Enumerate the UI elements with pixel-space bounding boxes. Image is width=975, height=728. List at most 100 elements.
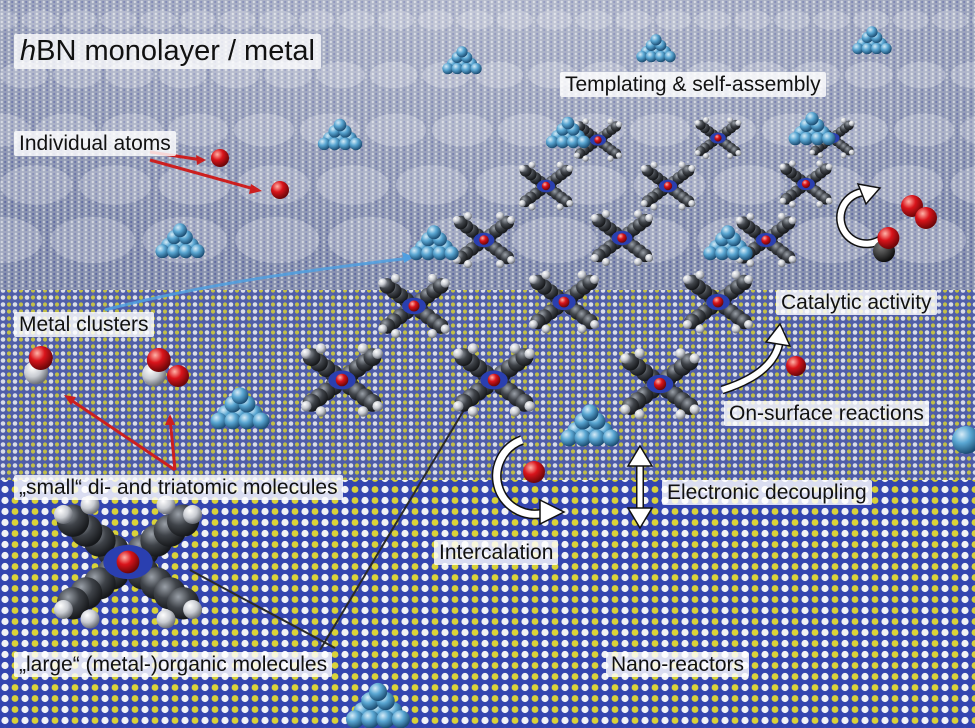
moire-pore [378, 10, 414, 30]
moire-pore [457, 10, 494, 30]
cluster-atom [738, 246, 753, 261]
porphyrin-hydrogen [496, 212, 504, 220]
porphyrin-metal-center [116, 550, 140, 574]
moire-pore [316, 165, 389, 205]
porphyrin-hydrogen [590, 254, 599, 262]
porphyrin-hydrogen [301, 348, 312, 359]
moire-pore [496, 10, 533, 30]
porphyrin-hydrogen [634, 348, 645, 359]
moire-pore [417, 10, 454, 30]
cluster-atom [866, 26, 878, 38]
oxygen-atom [211, 149, 229, 167]
cluster-atom [451, 63, 463, 75]
porphyrin-hydrogen [391, 329, 401, 339]
molecule-arrow-2 [168, 417, 177, 471]
porphyrin-hydrogen [518, 165, 526, 172]
porphyrin-hydrogen [183, 600, 203, 619]
porphyrin-metal-center [558, 296, 570, 308]
cluster-atom [470, 63, 482, 75]
porphyrin-hydrogen [645, 214, 654, 222]
porphyrin-hydrogen [688, 200, 696, 207]
porphyrin-hydrogen [640, 165, 648, 172]
porphyrin-hydrogen [694, 150, 701, 156]
label-on-surface-reactions: On-surface reactions [724, 401, 929, 426]
metal-cluster [442, 46, 482, 75]
porphyrin-metal-center [801, 179, 811, 189]
porphyrin-hydrogen [634, 409, 645, 420]
porphyrin-hydrogen [840, 117, 847, 124]
metal-cluster [317, 118, 363, 151]
porphyrin-hydrogen [528, 203, 536, 211]
porphyrin-hydrogen [809, 149, 816, 156]
porphyrin-hydrogen [528, 275, 538, 284]
porphyrin-hydrogen [788, 255, 797, 264]
hbn-lattice-near [0, 480, 975, 728]
metal-cluster [560, 404, 620, 447]
cluster-atom [577, 135, 591, 149]
porphyrin-hydrogen [183, 505, 203, 524]
moire-pore [813, 10, 850, 30]
metal-cluster [788, 112, 836, 146]
porphyrin-hydrogen [789, 160, 796, 167]
porphyrin-hydrogen [528, 320, 538, 329]
moire-pore [894, 113, 954, 147]
porphyrin-metal-center [714, 134, 722, 142]
porphyrin-hydrogen [746, 212, 755, 221]
porphyrin-hydrogen [378, 324, 388, 334]
cluster-atom [715, 246, 730, 261]
metal-cluster [545, 116, 591, 149]
cluster-atom [461, 63, 473, 75]
porphyrin-hydrogen [682, 275, 692, 284]
co-molecule [24, 346, 53, 385]
porphyrin-hydrogen [156, 609, 176, 629]
porphyrin-metal-center [487, 373, 501, 387]
porphyrin-hydrogen [156, 495, 176, 515]
porphyrin-hydrogen [357, 406, 369, 417]
atom-arrowhead-1 [196, 155, 206, 165]
porphyrin-hydrogen [695, 270, 705, 280]
porphyrin-hydrogen [315, 406, 327, 417]
porphyrin-molecule [694, 117, 742, 159]
porphyrin-hydrogen [53, 505, 73, 524]
porphyrin-hydrogen [378, 278, 388, 288]
porphyrin-hydrogen [640, 200, 648, 207]
porphyrin-metal-center [653, 377, 667, 391]
label-small-molecules: „small“ di- and triatomic molecules [14, 475, 343, 500]
porphyrin-hydrogen [727, 153, 733, 159]
cluster-atom [556, 135, 570, 149]
porphyrin-molecule [301, 343, 383, 417]
porphyrin-hydrogen [315, 343, 327, 354]
moire-pore [932, 10, 969, 30]
decoupling-arrowhead-down [626, 507, 654, 530]
porphyrin-hydrogen [694, 120, 701, 126]
label-large-molecules: „large“ (metal-)organic molecules [14, 652, 333, 677]
cluster-atom [805, 112, 819, 126]
reactant-molecule [873, 227, 900, 263]
individual-atom [786, 356, 806, 376]
moire-pore [219, 10, 256, 30]
porphyrin-hydrogen [453, 348, 464, 359]
porphyrin-hydrogen [615, 152, 623, 159]
porphyrin-molecule [378, 273, 450, 339]
porphyrin-hydrogen [301, 401, 312, 412]
porphyrin-hydrogen [678, 203, 686, 211]
porphyrin-hydrogen [524, 348, 535, 359]
moire-pore [234, 113, 294, 147]
moire-pore [892, 10, 929, 30]
porphyrin-hydrogen [467, 406, 479, 417]
cluster-atom [391, 710, 411, 728]
porphyrin-hydrogen [779, 163, 787, 171]
porphyrin-metal-center [617, 233, 627, 243]
porphyrin-hydrogen [590, 320, 600, 329]
porphyrin-hydrogen [735, 150, 742, 156]
metal-cluster [703, 225, 753, 261]
catalysis-arrowhead [856, 183, 882, 206]
cluster-atom [560, 429, 578, 447]
metal-cluster [155, 223, 205, 259]
porphyrin-hydrogen [735, 216, 744, 225]
adsorbates [24, 26, 975, 728]
cluster-atom [427, 225, 441, 240]
porphyrin-hydrogen [816, 201, 823, 208]
porphyrin-hydrogen [675, 409, 686, 420]
